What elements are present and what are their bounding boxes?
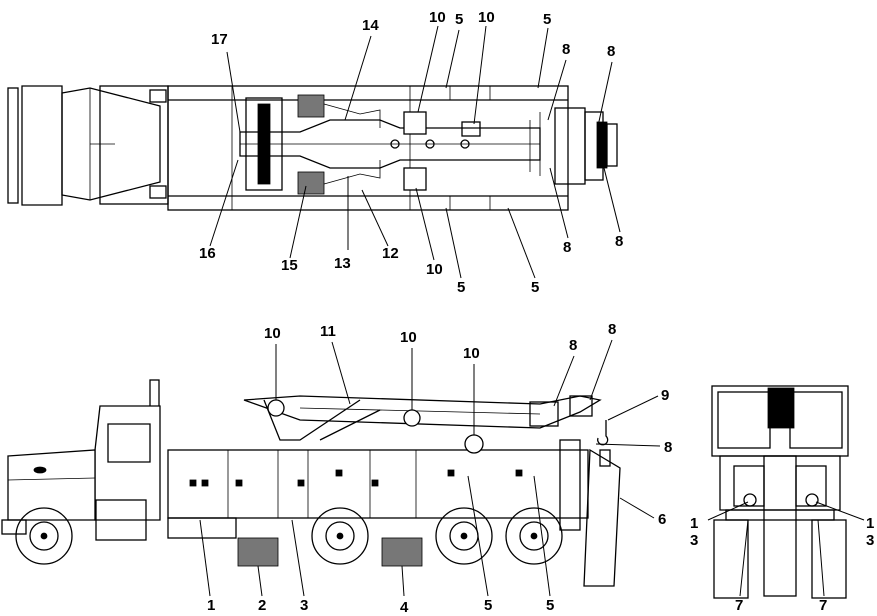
- callout-rear-7-left: 7: [735, 597, 744, 614]
- callout-top-17: 17: [211, 31, 228, 48]
- callout-top-15: 15: [281, 257, 298, 274]
- callout-top-8c: 8: [563, 239, 572, 256]
- callout-top-14: 14: [362, 17, 379, 34]
- callout-top-5d: 5: [531, 279, 540, 296]
- callout-side-6: 6: [658, 511, 667, 528]
- callout-side-5a: 5: [484, 597, 493, 614]
- callout-side-10a: 10: [264, 325, 281, 342]
- callout-top-16: 16: [199, 245, 216, 262]
- callout-side-9: 9: [661, 387, 670, 404]
- callout-rear-3-left: 3: [690, 532, 699, 549]
- callout-side-3: 3: [300, 597, 309, 614]
- callout-top-5b: 5: [543, 11, 552, 28]
- callout-top-12: 12: [382, 245, 399, 262]
- callout-side-10b: 10: [400, 329, 417, 346]
- callout-top-10b: 10: [478, 9, 495, 26]
- callout-side-11: 11: [320, 323, 336, 340]
- callout-rear-7-right: 7: [819, 597, 828, 614]
- callout-side-8a: 8: [569, 337, 578, 354]
- callout-side-10c: 10: [463, 345, 480, 362]
- callout-side-5b: 5: [546, 597, 555, 614]
- callout-top-13: 13: [334, 255, 351, 272]
- callout-side-4: 4: [400, 599, 409, 616]
- callout-top-10c: 10: [426, 261, 443, 278]
- callout-rear-1-left: 1: [690, 515, 699, 532]
- callout-top-8a: 8: [562, 41, 571, 58]
- callout-top-8b: 8: [607, 43, 616, 60]
- side-view: [1, 379, 621, 587]
- top-view: [7, 85, 618, 211]
- leader-lines: [199, 25, 865, 597]
- callout-side-8c: 8: [664, 439, 673, 456]
- callout-top-5a: 5: [455, 11, 464, 28]
- callout-rear-3-right: 3: [866, 532, 875, 549]
- callout-top-5c: 5: [457, 279, 466, 296]
- callout-side-2: 2: [258, 597, 267, 614]
- callout-top-10a: 10: [429, 9, 446, 26]
- callout-side-1: 1: [207, 597, 216, 614]
- callout-side-8b: 8: [608, 321, 617, 338]
- rear-view: [711, 385, 849, 599]
- callout-top-8d: 8: [615, 233, 624, 250]
- callout-rear-1-right: 1: [866, 515, 875, 532]
